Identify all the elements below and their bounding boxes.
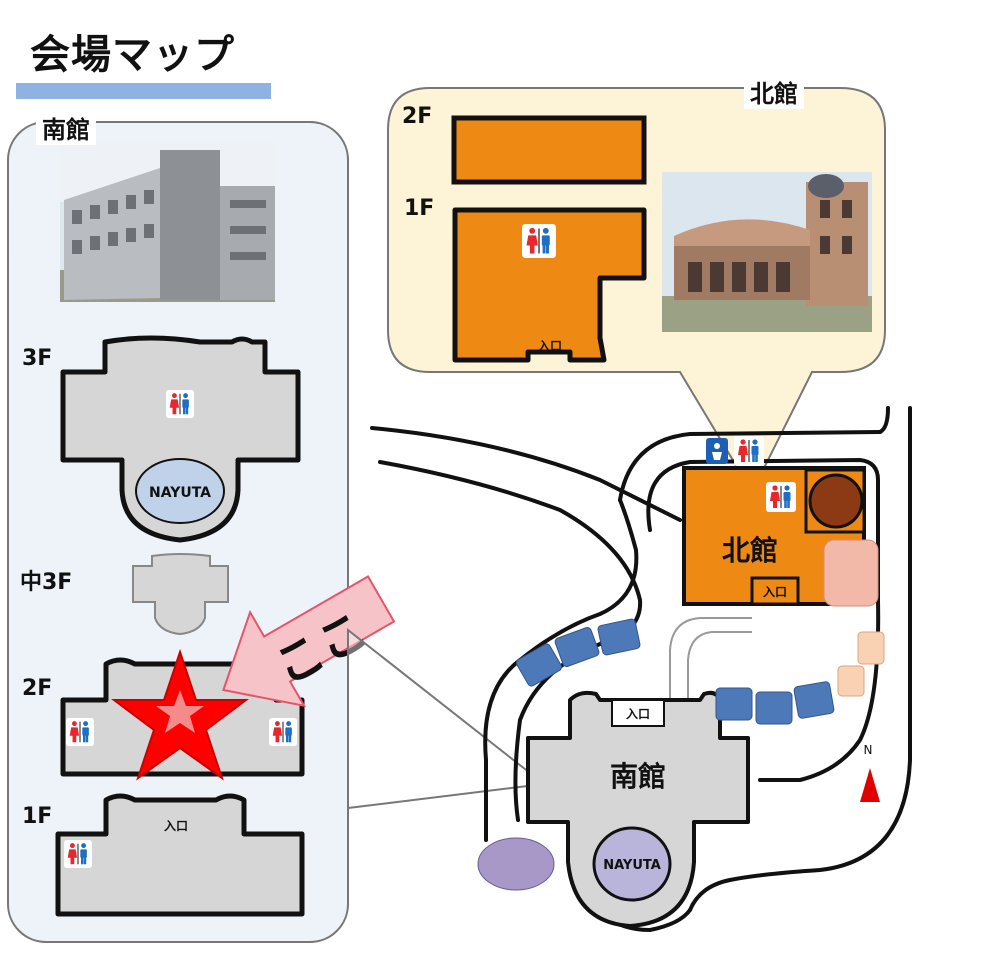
north-2f-plan xyxy=(451,115,647,185)
peach-area-1 xyxy=(857,631,885,665)
lawn-area xyxy=(477,837,555,891)
north-entrance-map-label: 入口 xyxy=(763,585,787,599)
north-building-photo xyxy=(662,172,872,332)
nayuta-map-label: NAYUTA xyxy=(603,858,661,873)
floor-label-1f: 1F xyxy=(22,804,53,829)
floor-label-2f: 2F xyxy=(22,676,53,701)
south-building-map-label: 南館 xyxy=(610,760,666,793)
north-floor-label-2f: 2F xyxy=(402,104,433,129)
peach-area-2 xyxy=(837,665,865,697)
north-restroom-icon xyxy=(522,224,556,258)
nayuta-label-3f: NAYUTA xyxy=(149,485,211,501)
here-arrow xyxy=(222,575,396,708)
page-title: 会場マップ xyxy=(30,32,235,78)
north-panel-label: 北館 xyxy=(744,74,804,109)
north-building-map-label: 北館 xyxy=(722,534,778,567)
nayuta-dome xyxy=(592,826,672,902)
restroom-icon-2f-right xyxy=(269,718,297,746)
south-panel-connector xyxy=(347,627,547,810)
floor-label-m3f: 中3F xyxy=(20,570,73,595)
north-1f-plan: 入口 xyxy=(452,207,647,363)
accessible-restroom-icon xyxy=(706,438,728,464)
tower-dome xyxy=(808,473,864,529)
restroom-icon xyxy=(166,390,194,418)
north-floor-label-1f: 1F xyxy=(404,196,435,221)
south-building-photo xyxy=(60,142,275,302)
compass-arrow-icon xyxy=(860,768,880,802)
map-restroom-icon xyxy=(766,482,796,512)
restroom-icon-1f xyxy=(64,840,92,868)
garden-area xyxy=(823,539,879,607)
walkways xyxy=(669,617,752,702)
north-1f-entrance-label: 入口 xyxy=(538,339,562,353)
south-1f-plan: 入口 xyxy=(55,793,305,917)
floor-label-3f: 3F xyxy=(22,346,53,371)
compass-label: N xyxy=(864,743,873,757)
south-entrance-map-label: 入口 xyxy=(626,707,650,721)
south-1f-entrance-label: 入口 xyxy=(164,819,188,833)
parking-spaces xyxy=(516,618,835,725)
restroom-icon-2f-left xyxy=(66,718,94,746)
title-underline xyxy=(16,83,271,99)
south-panel-label: 南館 xyxy=(36,110,96,145)
south-3f-plan: NAYUTA xyxy=(60,335,301,543)
south-m3f-plan xyxy=(132,553,229,636)
south-building-map xyxy=(526,690,750,928)
roads xyxy=(370,406,912,932)
road-restroom-icon xyxy=(734,436,764,466)
